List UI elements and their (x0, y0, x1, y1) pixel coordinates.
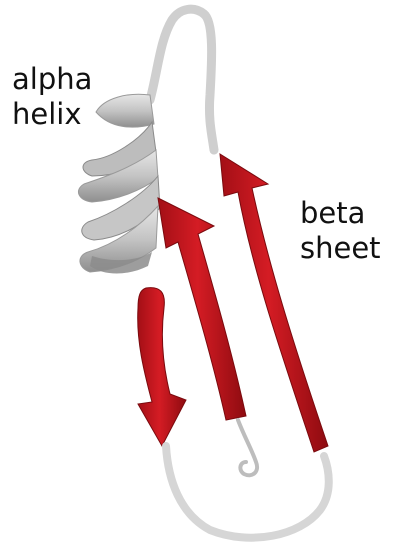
beta-strand-2 (158, 198, 246, 420)
alpha-helix-label: alpha helix (12, 62, 92, 132)
beta-sheet-label: beta sheet (300, 196, 381, 266)
beta-strand-1 (138, 288, 186, 446)
alpha-label-line1: alpha (12, 62, 92, 97)
bottom-coil-loop (166, 446, 329, 538)
beta-label-line1: beta (300, 196, 381, 231)
alpha-label-line2: helix (12, 97, 92, 132)
hairpin-turn (238, 420, 257, 475)
beta-label-line2: sheet (300, 231, 381, 266)
top-coil-loop (150, 9, 214, 150)
